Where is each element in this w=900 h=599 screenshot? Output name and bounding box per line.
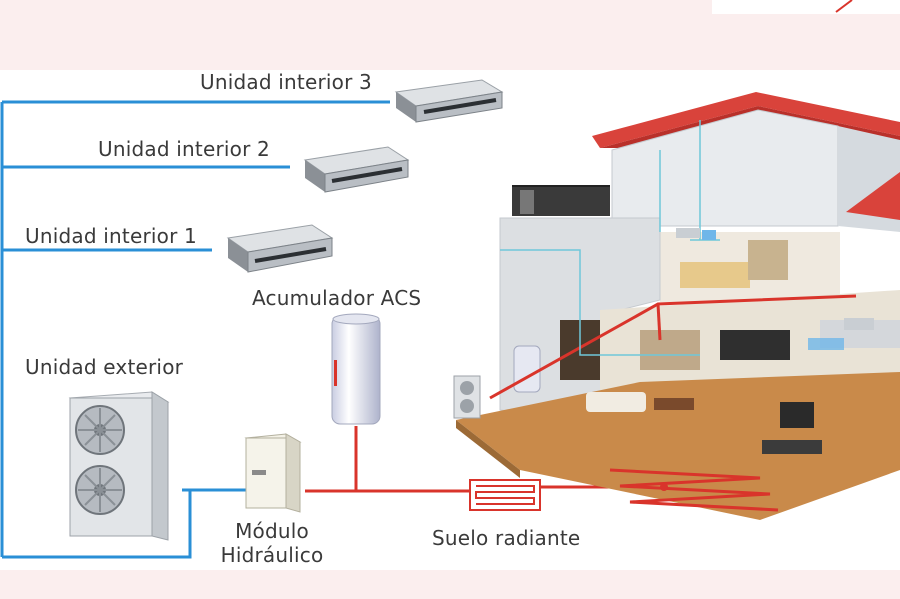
underfloor-coil-image xyxy=(469,479,541,511)
label-outdoor-unit: Unidad exterior xyxy=(25,355,184,379)
label-indoor-unit-1: Unidad interior 1 xyxy=(25,224,197,248)
bottom-band xyxy=(0,570,900,599)
label-underfloor-heating: Suelo radiante xyxy=(432,526,581,550)
indoor-unit-3-image xyxy=(394,79,504,123)
indoor-unit-2-image xyxy=(303,146,410,193)
label-dhw-tank: Acumulador ACS xyxy=(252,286,422,310)
label-hydraulic-module-line2: Hidráulico xyxy=(220,543,324,567)
logo-fragment xyxy=(712,0,900,14)
label-hydraulic-module-line1: Módulo xyxy=(235,519,309,543)
house-cutaway-image xyxy=(453,92,900,520)
outdoor-unit-image xyxy=(68,391,170,541)
label-indoor-unit-3: Unidad interior 3 xyxy=(200,70,372,94)
refrigerant-lines xyxy=(0,100,390,559)
indoor-unit-1-image xyxy=(226,224,334,273)
logo-swoosh xyxy=(835,0,853,13)
hydraulic-module-image xyxy=(244,433,302,513)
dhw-tank-image xyxy=(331,313,381,425)
label-indoor-unit-2: Unidad interior 2 xyxy=(98,137,270,161)
